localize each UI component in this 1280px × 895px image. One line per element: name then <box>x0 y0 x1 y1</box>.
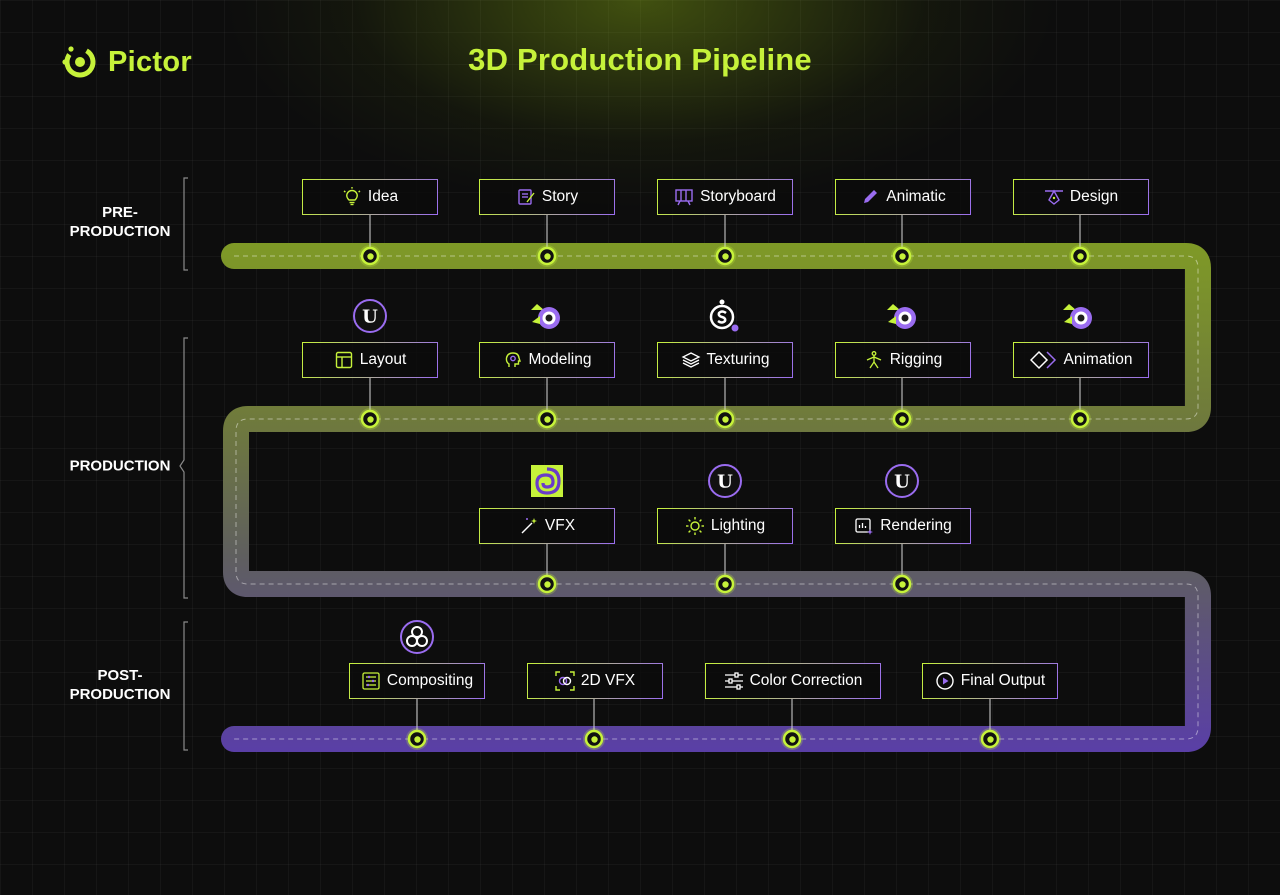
pipeline-node <box>714 573 736 595</box>
node-graph-icon <box>361 671 381 691</box>
step-label: Animation <box>1063 351 1133 368</box>
pipeline-node <box>536 573 558 595</box>
storyboard-icon <box>674 187 694 207</box>
layers-icon <box>681 350 701 370</box>
pipeline-node <box>979 728 1001 750</box>
substance-icon <box>706 298 742 334</box>
script-icon <box>516 187 536 207</box>
pictor-logo-icon <box>62 46 96 78</box>
step-label: Color Correction <box>749 672 863 689</box>
logo-text: Pictor <box>108 45 192 78</box>
step-rendering[interactable]: Rendering <box>835 508 971 544</box>
step-label: Rigging <box>889 351 943 368</box>
step-vfx[interactable]: VFX <box>479 508 615 544</box>
magic-wand-icon <box>519 516 539 536</box>
step-label: Design <box>1069 188 1119 205</box>
phase-label-pre-production: PRE- PRODUCTION <box>60 203 180 241</box>
pipeline-node <box>406 728 428 750</box>
phase-line: PRODUCTION <box>69 686 171 703</box>
svg-text:U: U <box>362 307 378 328</box>
phase-label-post-production: POST- PRODUCTION <box>60 666 180 704</box>
pipeline-dashes <box>234 255 1199 740</box>
pipeline-node <box>583 728 605 750</box>
phase-line: PRODUCTION <box>69 223 171 240</box>
pipeline-node <box>1069 245 1091 267</box>
diamond-frames-icon <box>1029 350 1058 370</box>
pipeline-node <box>781 728 803 750</box>
phase-brackets <box>179 177 188 751</box>
pipeline-node <box>536 408 558 430</box>
pipeline-node <box>1069 408 1091 430</box>
step-animatic[interactable]: Animatic <box>835 179 971 215</box>
step-modeling[interactable]: Modeling <box>479 342 615 378</box>
houdini-icon <box>529 463 565 499</box>
step-label: Modeling <box>528 351 592 368</box>
svg-text:U: U <box>894 472 910 493</box>
step-label: Storyboard <box>700 188 776 205</box>
step-final-output[interactable]: Final Output <box>922 663 1058 699</box>
pen-tool-icon <box>1044 187 1064 207</box>
step-label: Idea <box>367 188 399 205</box>
page-title: 3D Production Pipeline <box>468 42 812 77</box>
step-label: Compositing <box>386 672 474 689</box>
unreal-engine-icon: U <box>707 463 743 499</box>
svg-text:U: U <box>717 472 733 493</box>
pencil-icon <box>860 187 880 207</box>
skeleton-icon <box>864 350 884 370</box>
layout-icon <box>334 350 354 370</box>
play-circle-icon <box>935 671 955 691</box>
step-label: VFX <box>544 517 576 534</box>
phase-label-production: PRODUCTION <box>60 457 180 476</box>
render-chart-icon <box>854 516 874 536</box>
pipeline-node <box>714 408 736 430</box>
step-color-correction[interactable]: Color Correction <box>705 663 881 699</box>
phase-line: POST- <box>97 667 143 684</box>
pipeline-track <box>221 243 1211 752</box>
phase-line: PRE- <box>102 204 138 221</box>
pipeline-node <box>891 245 913 267</box>
unreal-engine-icon: U <box>884 463 920 499</box>
pipeline-node <box>714 245 736 267</box>
pictor-logo[interactable]: Pictor <box>60 42 192 82</box>
step-label: Texturing <box>706 351 770 368</box>
step-label: Animatic <box>886 188 946 205</box>
pipeline-node <box>891 573 913 595</box>
unreal-engine-icon: U <box>352 298 388 334</box>
step-design[interactable]: Design <box>1013 179 1149 215</box>
step-label: 2D VFX <box>580 672 636 689</box>
step-label: Layout <box>359 351 407 368</box>
blender-icon <box>528 298 564 334</box>
step-rigging[interactable]: Rigging <box>835 342 971 378</box>
step-texturing[interactable]: Texturing <box>657 342 793 378</box>
step-lighting[interactable]: Lighting <box>657 508 793 544</box>
step-label: Rendering <box>880 517 952 534</box>
step-compositing[interactable]: Compositing <box>349 663 485 699</box>
sun-icon <box>685 516 705 536</box>
step-2d-vfx[interactable]: 2D VFX <box>527 663 663 699</box>
step-animation[interactable]: Animation <box>1013 342 1149 378</box>
pipeline-node <box>359 408 381 430</box>
step-label: Lighting <box>710 517 766 534</box>
step-story[interactable]: Story <box>479 179 615 215</box>
pipeline-nodes <box>359 245 1091 750</box>
blender-icon <box>884 298 920 334</box>
lightbulb-icon <box>342 187 362 207</box>
sliders-icon <box>724 671 744 691</box>
pipeline-node <box>891 408 913 430</box>
step-idea[interactable]: Idea <box>302 179 438 215</box>
step-label: Final Output <box>960 672 1046 689</box>
head-model-icon <box>503 350 523 370</box>
step-storyboard[interactable]: Storyboard <box>657 179 793 215</box>
davinci-resolve-icon <box>399 619 435 655</box>
pipeline-node <box>359 245 381 267</box>
step-layout[interactable]: Layout <box>302 342 438 378</box>
phase-line: PRODUCTION <box>69 457 171 475</box>
step-label: Story <box>541 188 579 205</box>
blender-icon <box>1060 298 1096 334</box>
focus-frame-icon <box>555 671 575 691</box>
pipeline-node <box>536 245 558 267</box>
